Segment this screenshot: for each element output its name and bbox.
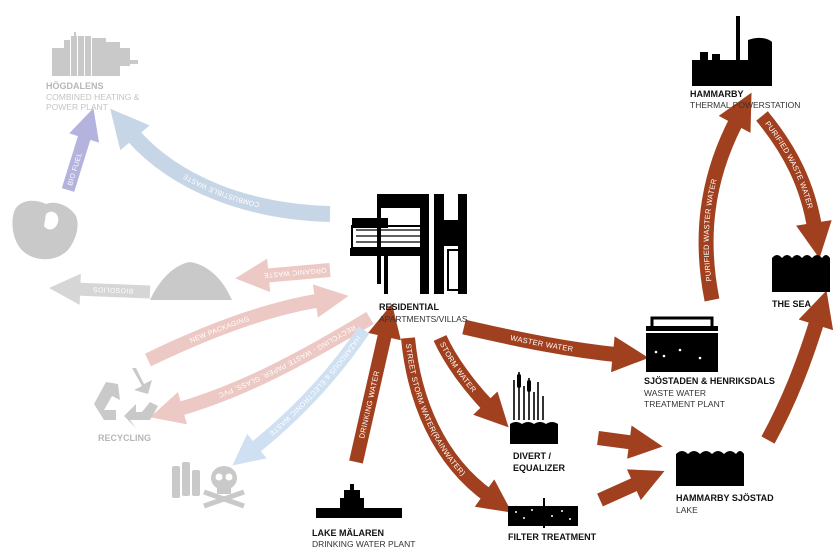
- hammarby-thermal-subtitle: THERMAL POWERSTATION: [690, 100, 800, 110]
- lake-malaren-subtitle: DRINKING WATER PLANT: [312, 539, 415, 548]
- compost-icon: [150, 262, 232, 300]
- sea-icon: [772, 255, 830, 292]
- filter-icon: [508, 498, 578, 528]
- lake-icon: [676, 451, 744, 486]
- power-station-icon: [692, 16, 772, 86]
- sjostaden-title: SJÖSTADEN & HENRIKSDALS: [644, 376, 775, 386]
- residential-title: RESIDENTIAL: [379, 302, 440, 312]
- lake-malaren-title: LAKE MÄLAREN: [312, 528, 384, 538]
- recycling-title: RECYCLING: [98, 433, 151, 443]
- sjostaden-subtitle-1: WASTE WATER: [644, 388, 706, 398]
- hogdalens-subtitle-2: POWER PLANT: [46, 102, 108, 112]
- batteries-icon: [172, 462, 200, 498]
- label-storm-water: STORM WATER: [438, 340, 478, 394]
- arrow-combustible-waste: [130, 132, 330, 214]
- hogdalens-title: HÖGDALENS: [46, 81, 104, 91]
- skull-icon: [203, 466, 245, 509]
- arrow-divert-to-lake: [598, 438, 636, 443]
- the-sea-title: THE SEA: [772, 299, 812, 309]
- hogdalens-subtitle-1: COMBINED HEATING &: [46, 92, 140, 102]
- sjostaden-subtitle-2: TREATMENT PLANT: [644, 399, 725, 409]
- filter-title: FILTER TREATMENT: [508, 532, 597, 542]
- arrow-lake-to-sea: [768, 318, 818, 440]
- label-biosolids: BIOSOLIDS: [93, 285, 134, 294]
- arrow-new-packaging: [148, 300, 322, 360]
- hammarby-sjostad-title: HAMMARBY SJÖSTAD: [676, 493, 774, 503]
- hammarby-sjostad-subtitle: LAKE: [676, 505, 698, 515]
- residential-subtitle: APARTMENTS/VILLAS: [379, 314, 468, 324]
- water-plant-icon: [316, 484, 402, 518]
- recycle-icon: [94, 368, 158, 428]
- arrow-filter-to-lake: [600, 482, 640, 500]
- hammarby-thermal-title: HAMMARBY: [690, 89, 744, 99]
- reeds-icon: [510, 372, 558, 444]
- treatment-plant-icon: [646, 316, 718, 372]
- factory-icon: [52, 32, 138, 76]
- building-icon: [350, 194, 467, 294]
- hands-icon: [12, 200, 78, 260]
- divert-title-1: DIVERT /: [513, 451, 552, 461]
- divert-title-2: EQUALIZER: [513, 463, 566, 473]
